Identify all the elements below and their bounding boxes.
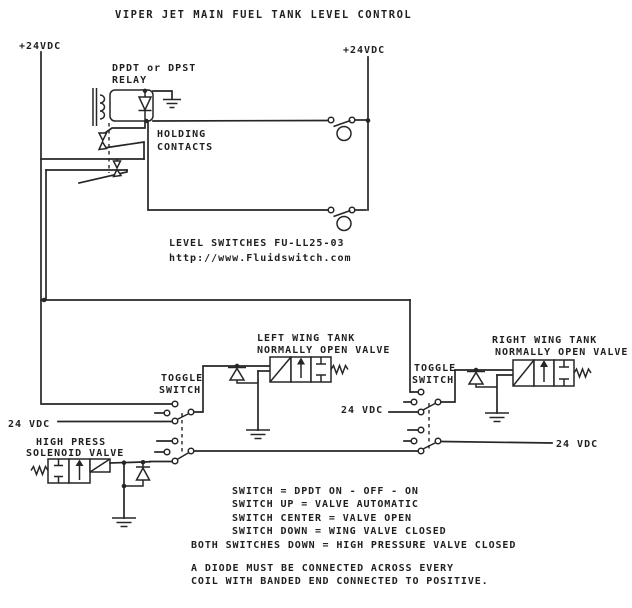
switch-blade (333, 119, 351, 128)
toggle-switch-left (57, 365, 418, 465)
toggle-right-label-2: SWITCH (412, 375, 454, 386)
toggle-right-label-1: TOGGLE (414, 363, 456, 374)
spring-icon (573, 366, 592, 380)
spring-icon (330, 363, 349, 376)
solenoid-icon (89, 458, 111, 473)
ground-icon (112, 517, 136, 528)
fluidswitch-url: http://www.Fluidswitch.com (169, 252, 352, 264)
relay-diode-icon (137, 90, 153, 121)
switch-blade (422, 441, 437, 450)
note-line: COIL WITH BANDED END CONNECTED TO POSITI… (191, 576, 489, 587)
left-supply-rail (40, 51, 418, 405)
float-icon (336, 125, 352, 142)
valve-symbol (30, 458, 111, 484)
holding-contacts-label-1: HOLDING (157, 129, 206, 140)
holding-contacts (77, 120, 146, 185)
supply-left-label: +24VDC (19, 41, 61, 52)
note-line: SWITCH DOWN = WING VALVE CLOSED (232, 526, 447, 537)
relay-coil-icon (92, 88, 106, 126)
relay-label-1: DPDT or DPST (112, 63, 196, 74)
flow-arrow-icon (297, 357, 305, 365)
float-icon (336, 215, 352, 232)
high-press-label-2: SOLENOID VALVE (26, 448, 124, 459)
flow-arrow-icon (75, 459, 84, 466)
toggle-switch-right (388, 369, 553, 455)
switch-blade (422, 402, 437, 411)
float-switch-lower (147, 120, 367, 232)
note-line: SWITCH CENTER = VALVE OPEN (232, 513, 412, 524)
notes-block: SWITCH = DPDT ON - OFF - ON SWITCH UP = … (191, 486, 516, 587)
relay (92, 88, 181, 126)
right-wing-valve (467, 359, 592, 423)
switch-blade (333, 209, 351, 218)
ground-icon (152, 90, 181, 109)
spring-icon (30, 464, 49, 477)
switch-blade (176, 451, 190, 461)
toggle-left-label-2: SWITCH (159, 385, 201, 396)
valve-symbol (269, 356, 349, 383)
level-switches-label: LEVEL SWITCHES FU-LL25-03 (169, 238, 345, 249)
page-title: VIPER JET MAIN FUEL TANK LEVEL CONTROL (115, 9, 412, 21)
left-tank-label-1: LEFT WING TANK (257, 333, 355, 344)
flow-arrow-icon (540, 360, 548, 367)
supply-right-label: +24VDC (343, 45, 385, 56)
relay-label-2: RELAY (112, 75, 147, 86)
left-wing-valve (228, 356, 349, 440)
contact-tip-icon (112, 168, 123, 178)
ground-icon (485, 412, 509, 423)
right-tank-label-1: RIGHT WING TANK (492, 335, 597, 346)
note-line: BOTH SWITCHES DOWN = HIGH PRESSURE VALVE… (191, 540, 516, 551)
float-switch-upper (152, 116, 367, 142)
flyback-diode-icon (124, 462, 151, 487)
ground-icon (246, 429, 270, 440)
vdc-mid-label: 24 VDC (341, 405, 383, 416)
high-press-label-1: HIGH PRESS (36, 437, 106, 448)
note-line: A DIODE MUST BE CONNECTED ACROSS EVERY (191, 563, 454, 574)
solenoid-icon (269, 356, 292, 383)
note-line: SWITCH UP = VALVE AUTOMATIC (232, 499, 419, 510)
left-tank-label-2: NORMALLY OPEN VALVE (257, 345, 390, 356)
valve-symbol (512, 359, 592, 387)
flyback-diode-icon (467, 370, 497, 388)
contact-tip-icon (112, 160, 122, 170)
contact-tip-icon (97, 140, 108, 151)
flyback-diode-icon (228, 366, 258, 384)
contact-tip-icon (97, 132, 108, 143)
toggle-left-label-1: TOGGLE (161, 373, 203, 384)
high-pressure-valve (30, 458, 151, 528)
note-line: SWITCH = DPDT ON - OFF - ON (232, 486, 419, 497)
vdc-left-label: 24 VDC (8, 419, 50, 430)
switch-blade (176, 412, 190, 421)
holding-contacts-label-2: CONTACTS (157, 142, 213, 153)
vdc-right-label: 24 VDC (556, 439, 598, 450)
right-tank-label-2: NORMALLY OPEN VALVE (495, 347, 628, 358)
level-switch-bus (365, 56, 371, 211)
solenoid-icon (512, 359, 535, 387)
